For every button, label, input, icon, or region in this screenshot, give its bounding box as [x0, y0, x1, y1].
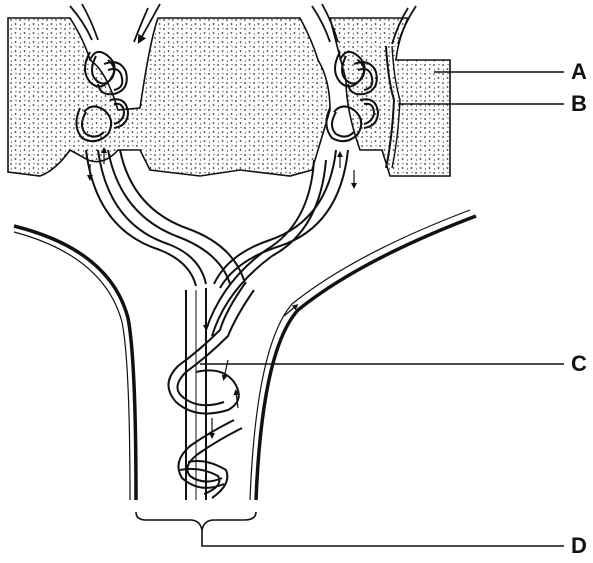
flow-arrows: [90, 150, 354, 436]
tissue-region-left: [8, 18, 330, 176]
bracket-d: [136, 512, 256, 530]
label-d: D: [571, 535, 587, 557]
label-a: A: [571, 61, 587, 83]
outer-walls: [14, 210, 476, 500]
leader-line-d: [202, 530, 564, 546]
label-b: B: [571, 93, 587, 115]
label-c: C: [571, 353, 587, 375]
